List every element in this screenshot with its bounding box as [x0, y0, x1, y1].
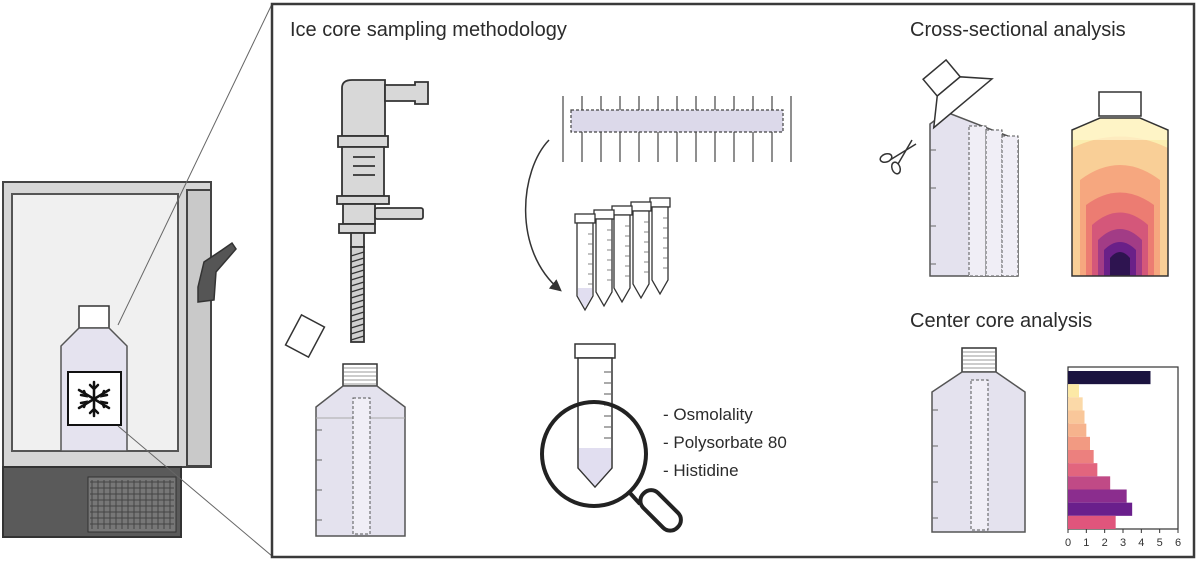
- bottle-icon: [315, 363, 406, 537]
- chart-bar: [1068, 423, 1087, 437]
- x-tick-label: 3: [1120, 537, 1126, 549]
- chart-bar: [1068, 384, 1079, 398]
- chart-bar: [1068, 436, 1090, 450]
- sampling-methodology-title: Ice core sampling methodology: [290, 19, 567, 41]
- vent-grid: [90, 480, 174, 529]
- chart-bar: [1068, 397, 1083, 411]
- chart-bar: [1068, 502, 1133, 516]
- transfer-arrow: [524, 139, 562, 292]
- cross-sectional-title: Cross-sectional analysis: [910, 19, 1126, 41]
- center-core-title: Center core analysis: [910, 310, 1093, 332]
- snowflake-icon: [77, 380, 111, 418]
- chart-bar: [1068, 450, 1094, 464]
- auger-thread: [350, 251, 365, 341]
- x-tick-label: 1: [1083, 537, 1089, 549]
- x-tick-label: 2: [1102, 537, 1108, 549]
- chart-bar: [1068, 463, 1098, 477]
- center-core-bottle-icon: [931, 347, 1026, 533]
- zoom-line-top: [117, 3, 273, 326]
- chart-bar: [1068, 515, 1116, 529]
- zoom-line-bottom: [117, 425, 273, 557]
- x-tick-label: 6: [1175, 537, 1181, 549]
- freezer-icon: [2, 181, 237, 538]
- ice-core-drill-icon: [336, 79, 429, 343]
- centrifuge-tubes-icon: [574, 197, 671, 312]
- chart-bar: [1068, 489, 1127, 503]
- cross-section-bottle-icon: [922, 58, 1019, 277]
- analyte-polysorbate: - Polysorbate 80: [663, 433, 787, 452]
- detail-frame: [270, 2, 1196, 559]
- magnifying-glass-icon: [540, 343, 683, 533]
- x-tick-label: 0: [1065, 537, 1071, 549]
- core-sampling-diagram: [524, 96, 792, 292]
- x-tick-label: 5: [1157, 537, 1163, 549]
- x-tick-label: 4: [1138, 537, 1144, 549]
- scissors-icon: [879, 139, 917, 175]
- chart-bar: [1068, 371, 1151, 385]
- chart-bar: [1068, 476, 1111, 490]
- heatmap-bottle-icon: [1071, 91, 1169, 277]
- analyte-osmolality: - Osmolality: [663, 405, 753, 424]
- chart-bar: [1068, 410, 1085, 424]
- freezer-bottle-icon: [60, 305, 128, 452]
- analyte-histidine: - Histidine: [663, 461, 739, 480]
- label-card-icon: [284, 313, 326, 359]
